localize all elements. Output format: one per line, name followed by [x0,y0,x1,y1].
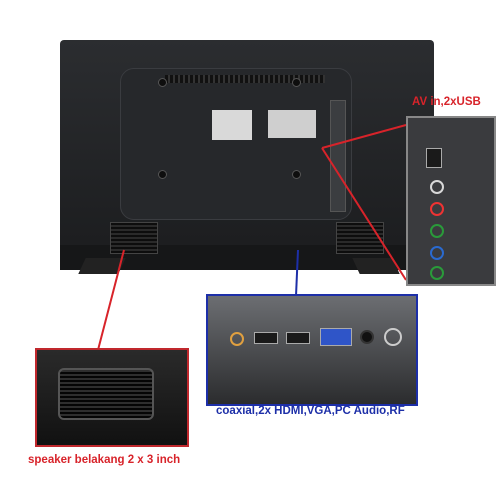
rear-center-housing [120,68,352,220]
av-jack-icon [430,224,444,238]
vga-port-icon [320,328,352,346]
speaker-left [110,222,158,254]
coaxial-jack-icon [230,332,244,346]
hdmi-port-icon [286,332,310,344]
caption-av-usb: AV in,2xUSB [412,96,481,108]
inset-rear-ports-closeup [206,294,418,406]
av-jack-icon [430,266,444,280]
speaker-right [336,222,384,254]
av-jack-icon [430,180,444,194]
screw-icon [292,170,301,179]
caption-speaker: speaker belakang 2 x 3 inch [28,454,181,466]
side-port-strip [330,100,346,212]
screw-icon [158,170,167,179]
rating-label [212,110,252,140]
usb-port-icon [426,148,442,168]
hdmi-port-icon [254,332,278,344]
inset-av-usb-closeup [406,116,496,286]
vent-grille [165,75,325,83]
av-jack-icon [430,246,444,260]
pc-audio-jack-icon [360,330,374,344]
av-jack-icon [430,202,444,216]
stand-foot-right [352,258,400,274]
speaker-grille [58,368,154,420]
rf-connector-icon [384,328,402,346]
caption-ports: coaxial,2x HDMI,VGA,PC Audio,RF [216,405,405,417]
stand-foot-left [78,258,126,274]
info-label [268,110,316,138]
screw-icon [292,78,301,87]
screw-icon [158,78,167,87]
